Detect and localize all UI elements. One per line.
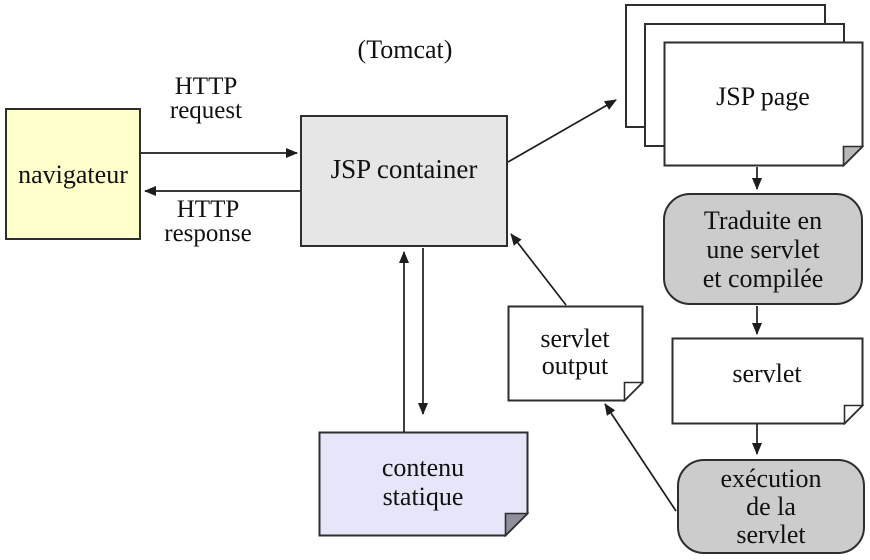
contenu-line2: statique [382, 482, 464, 511]
execution-line3: servlet [736, 519, 806, 549]
traduite-line2: une servlet [706, 234, 820, 264]
dogear-fold [842, 145, 865, 168]
navigateur-label: navigateur [18, 159, 128, 189]
execution-line2: de la [746, 491, 796, 521]
execution-line1: exécution [720, 463, 822, 493]
http-response-label: HTTP response [138, 196, 278, 247]
tomcat-caption: (Tomcat) [357, 35, 453, 64]
arrow-container-to-jsp-page [507, 99, 617, 163]
arrow-servlet-output-to-container [510, 233, 567, 306]
node-servlet: servlet [672, 338, 862, 421]
servlet-output-document-shape [507, 305, 644, 403]
node-servlet-output: servlet output [508, 306, 642, 398]
node-jsp-page: JSP page [664, 42, 862, 162]
contenu-line1: contenu [381, 453, 465, 482]
http-request-line1: HTTP [174, 73, 238, 100]
jsp-page-label: JSP page [716, 82, 810, 111]
http-request-label: HTTP request [136, 73, 276, 124]
dogear-fold [504, 512, 530, 538]
traduite-line1: Traduite en [703, 205, 823, 235]
node-traduite-compilee: Traduite en une servlet et compilée [663, 193, 863, 305]
dogear-fold [843, 404, 865, 426]
http-request-line2: request [169, 97, 243, 124]
servlet-output-line2: output [541, 351, 609, 380]
arrow-execution-to-servlet-output [604, 403, 677, 512]
node-execution-servlet: exécution de la servlet [677, 459, 865, 554]
servlet-output-line1: servlet [540, 324, 610, 353]
http-response-line2: response [164, 220, 252, 247]
contenu-statique-document-shape [318, 431, 530, 538]
node-jsp-container: JSP container [300, 115, 508, 247]
dogear-fold [623, 381, 644, 403]
jsp-container-label: JSP container [330, 154, 478, 184]
http-response-line1: HTTP [176, 196, 240, 223]
servlet-label: servlet [732, 358, 802, 388]
traduite-line3: et compilée [702, 263, 824, 293]
node-contenu-statique: contenu statique [319, 432, 527, 532]
jsp-page-document-shape [663, 41, 865, 168]
node-navigateur: navigateur [5, 108, 141, 240]
